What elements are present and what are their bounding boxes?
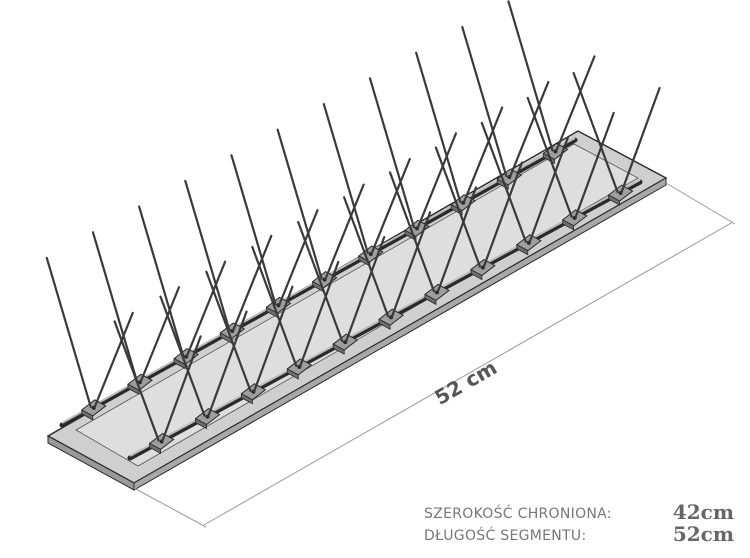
clip-side <box>195 417 207 430</box>
spike-wire-left <box>184 179 231 332</box>
spike-wire-right <box>207 310 248 417</box>
clip-side <box>81 409 94 421</box>
clip-side <box>562 219 575 231</box>
spike-wire-left <box>159 295 206 417</box>
spike-wire-left <box>251 245 298 368</box>
clip <box>607 184 634 206</box>
spike-wire-left <box>138 205 185 357</box>
spike-wire-right <box>574 111 615 218</box>
spike-wire-right <box>93 311 134 408</box>
clip-side <box>127 383 140 395</box>
spike-wire-right <box>139 286 181 383</box>
clip-side <box>516 244 529 256</box>
spike-wire-left <box>388 171 436 293</box>
spike-wire-left <box>276 128 323 280</box>
spike-wire-right <box>528 136 569 243</box>
clip-side <box>332 343 345 355</box>
spike-wire-left <box>205 270 252 392</box>
spike-wire-right <box>253 285 294 392</box>
clip <box>378 308 405 330</box>
clip-side <box>378 318 391 330</box>
spike-wire-left <box>434 146 481 268</box>
spike-wire-left <box>113 320 160 442</box>
spike-wire-left <box>480 121 527 243</box>
clip <box>265 296 292 318</box>
spike-wire-left <box>461 25 508 178</box>
dimension-label: 52 cm <box>430 355 501 409</box>
spike-wire-left <box>91 231 139 383</box>
spec-value-length: 52cm <box>672 522 734 546</box>
spike-wire-right <box>555 55 596 152</box>
spike-wire-right <box>161 335 202 442</box>
spike-wire-left <box>572 71 619 194</box>
base-strip-inner <box>75 143 639 467</box>
spikes-group <box>45 0 661 442</box>
spike-wire-left <box>368 77 416 229</box>
spike-wire-left <box>415 51 462 203</box>
clip-side <box>286 368 299 380</box>
spike-wire-right <box>278 209 319 306</box>
clip-side <box>608 194 620 206</box>
spike-wire-left <box>297 220 344 343</box>
spike-wire-left <box>322 102 369 255</box>
clip-side <box>240 393 253 405</box>
spec-value-width: 42cm <box>672 500 734 524</box>
clip-side <box>173 357 186 370</box>
clip <box>469 258 496 281</box>
spec-row-width: SZEROKOŚĆ CHRONIONA: 42cm <box>424 500 734 524</box>
dimension-line <box>133 182 736 528</box>
clip-side <box>219 332 232 344</box>
spec-label-length: DŁUGOŚĆ SEGMENTU: <box>424 528 587 544</box>
clip-side <box>470 268 483 281</box>
spike-wire-right <box>391 211 432 318</box>
spike-wire-right <box>299 260 340 368</box>
base-strip-edge-right <box>133 177 667 491</box>
spike-wire-left <box>526 96 573 218</box>
spike-wire-right <box>416 132 458 229</box>
spike-wire-right <box>482 161 524 268</box>
spec-row-length: DŁUGOŚĆ SEGMENTU: 52cm <box>424 522 734 546</box>
clip <box>424 283 450 306</box>
spec-label-width: SZEROKOŚĆ CHRONIONA: <box>424 506 612 522</box>
spike-wire-left <box>45 256 92 408</box>
clip <box>173 348 200 370</box>
spike-wire-left <box>230 154 277 306</box>
clip-side <box>424 293 437 306</box>
spike-wire-right <box>324 183 365 280</box>
clip-side <box>149 442 162 455</box>
spike-wire-left <box>343 196 390 318</box>
spike-wire-right <box>436 186 478 293</box>
spike-wire-right <box>370 157 411 255</box>
spike-wire-right <box>345 235 386 343</box>
spike-wire-left <box>507 0 554 152</box>
clip <box>515 234 542 256</box>
clip <box>286 358 313 380</box>
spike-wire-right <box>620 86 661 194</box>
clip <box>332 333 359 355</box>
spike-wire-right <box>186 260 227 357</box>
spike-wire-right <box>463 106 504 203</box>
spike-wire-right <box>509 80 550 178</box>
spike-wire-right <box>232 234 273 332</box>
